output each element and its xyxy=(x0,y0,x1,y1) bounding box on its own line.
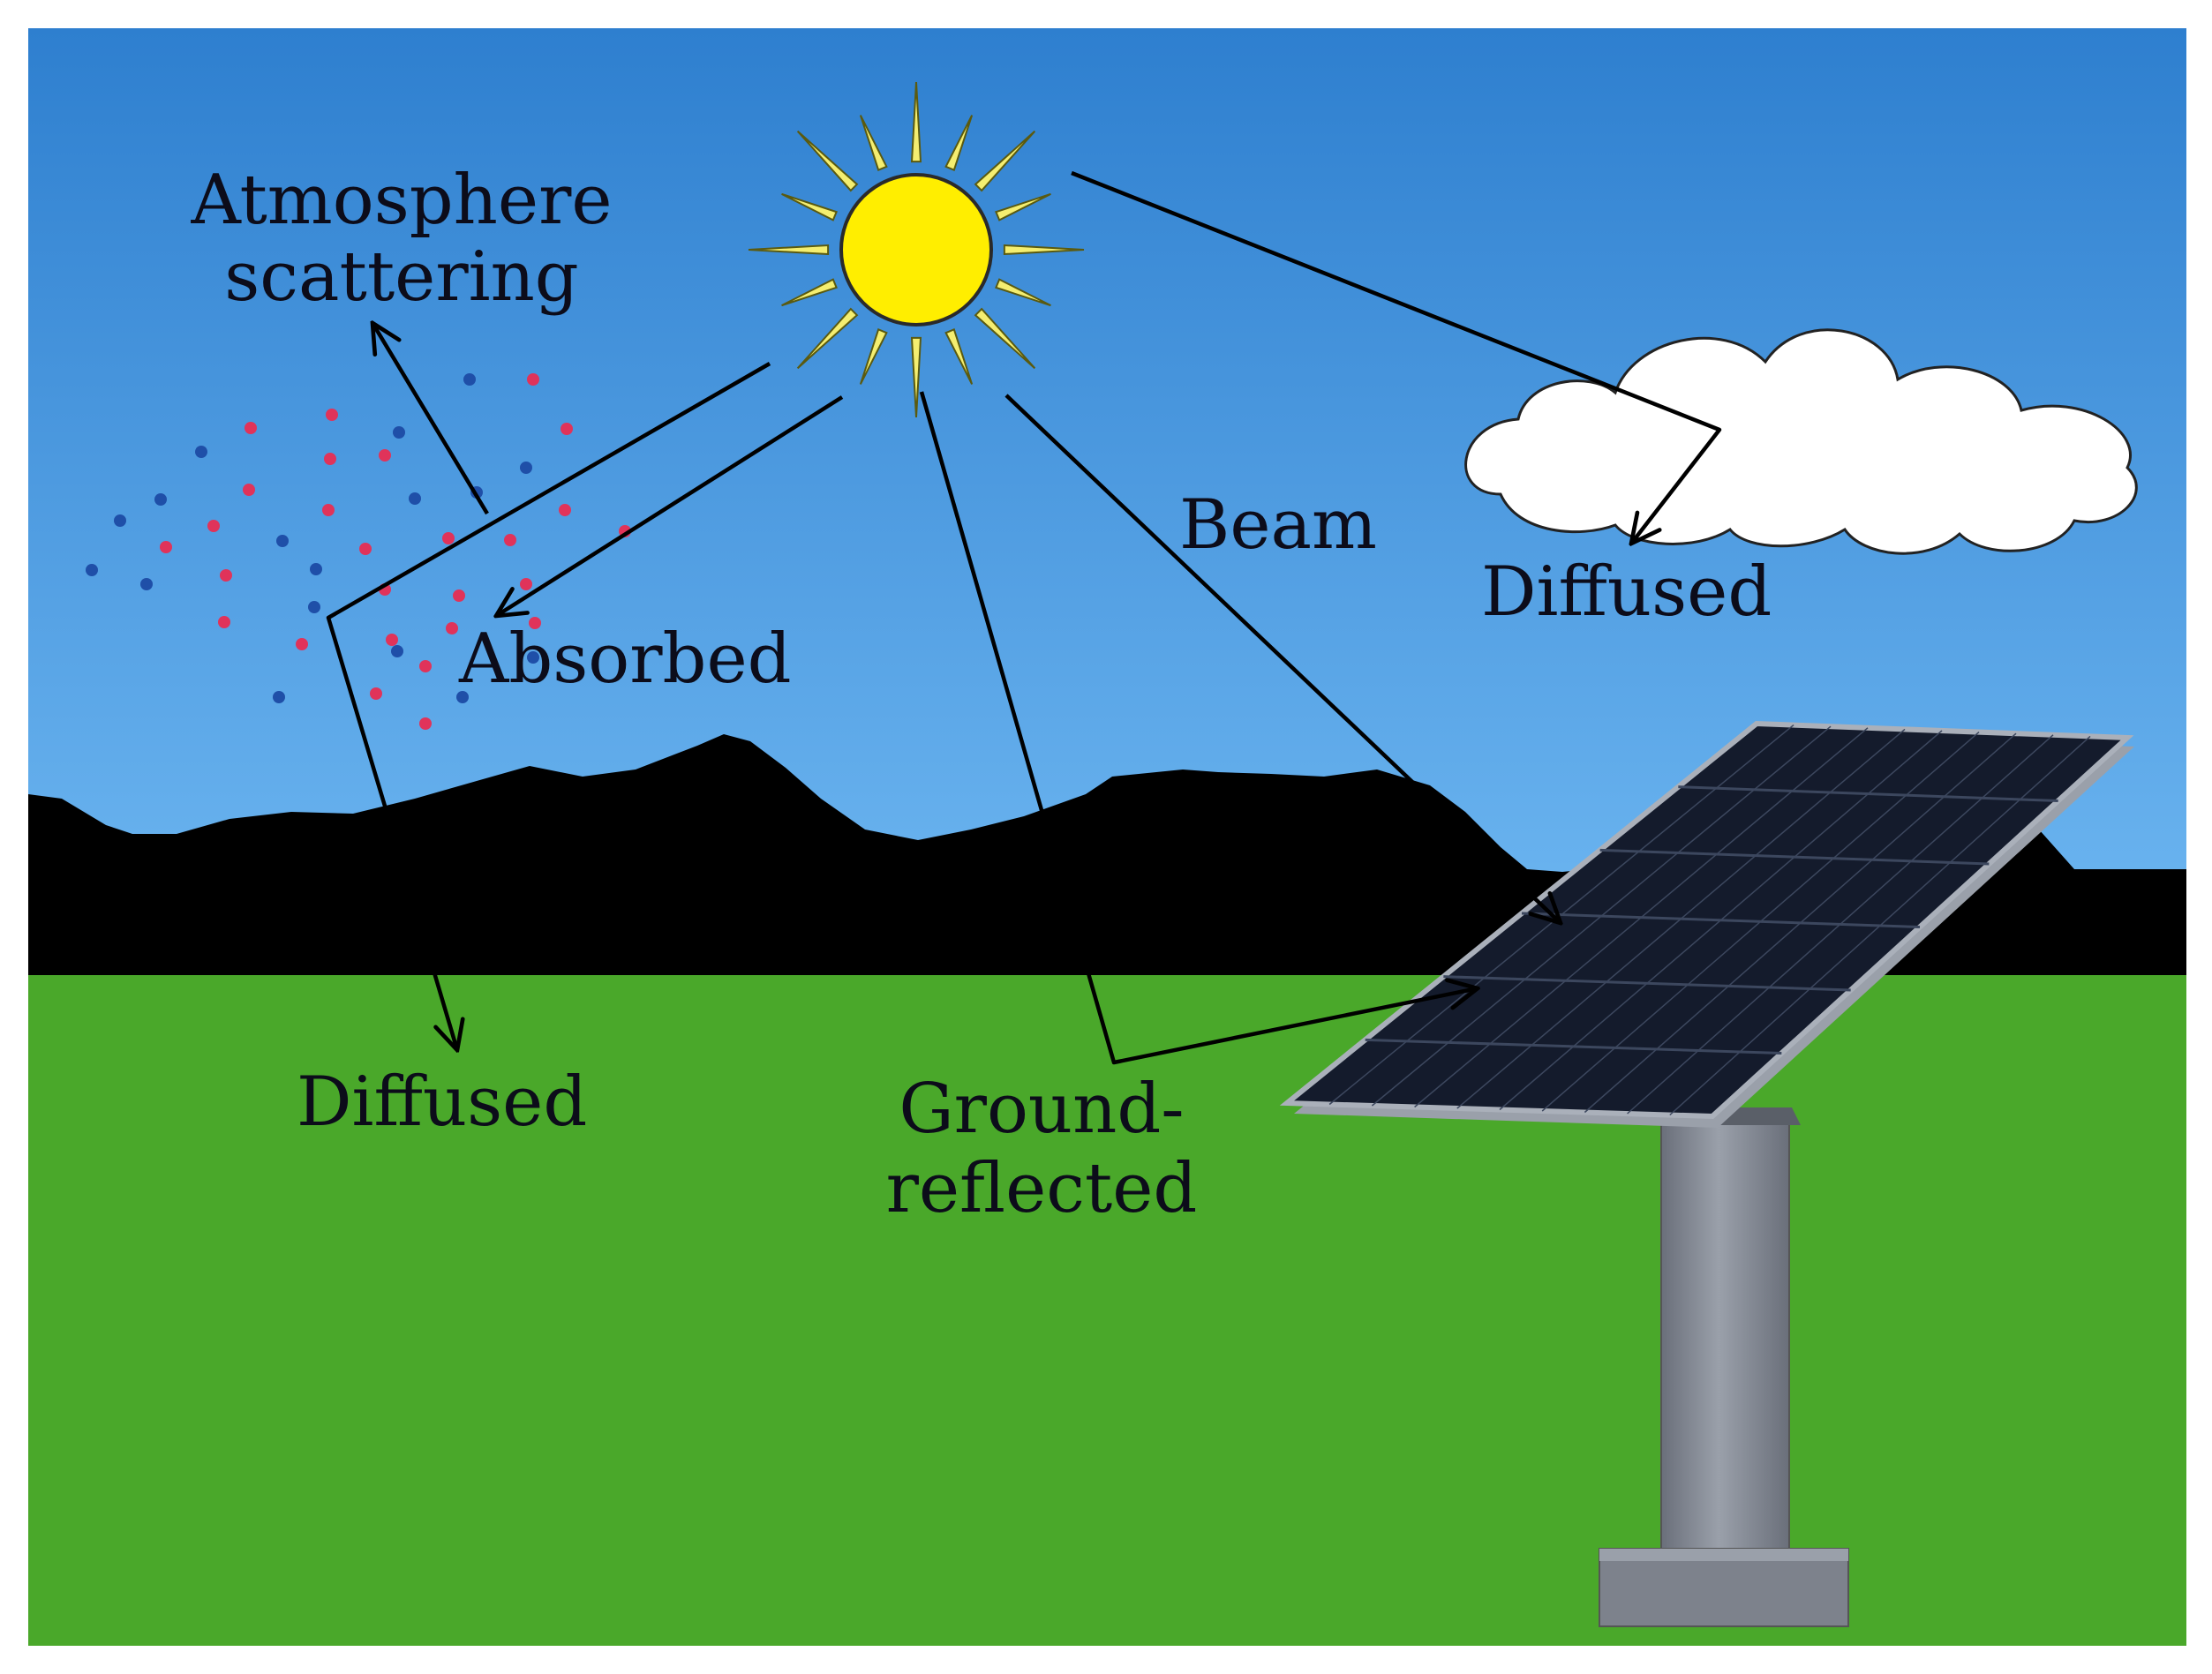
particle-red xyxy=(379,449,391,462)
arrow-diffused-cloud xyxy=(1071,170,1722,544)
sun-ray xyxy=(910,81,922,163)
particle-blue xyxy=(409,492,421,505)
particle-red xyxy=(243,484,255,496)
particle-blue xyxy=(154,493,167,506)
particle-red xyxy=(326,409,338,421)
panel-board xyxy=(1279,720,2134,1128)
particle-blue xyxy=(86,564,98,576)
particle-red xyxy=(453,589,465,602)
particle-red xyxy=(520,578,532,590)
particle-red xyxy=(559,504,571,516)
label-diffused-ground: Diffused xyxy=(297,1062,588,1142)
sun-ray xyxy=(748,244,830,256)
particle-blue xyxy=(114,514,126,527)
arrow-diffused-ground xyxy=(326,362,771,1050)
panel-col-line xyxy=(1584,732,2017,1114)
particle-red xyxy=(419,717,432,730)
particle-red xyxy=(296,638,308,650)
arrow-absorbed xyxy=(496,395,844,616)
particle-red xyxy=(324,453,336,465)
sun-ray xyxy=(910,336,922,418)
sun-icon xyxy=(748,81,1085,418)
particle-red xyxy=(442,532,455,544)
particle-blue xyxy=(520,462,532,474)
particle-blue xyxy=(393,426,405,439)
particle-red xyxy=(386,634,398,646)
arrow-atmosphere-scattering xyxy=(372,323,489,515)
panel-col-line xyxy=(1669,735,2091,1116)
particle-blue xyxy=(308,601,320,613)
sun-ray xyxy=(796,307,859,370)
particle-red xyxy=(322,504,335,516)
sun-ray xyxy=(859,115,888,171)
particle-blue xyxy=(456,691,469,703)
label-ground-line1: Ground- xyxy=(899,1070,1185,1149)
sun-ray xyxy=(944,115,974,171)
particle-blue xyxy=(276,535,289,547)
particle-blue xyxy=(463,373,476,386)
sun-ray xyxy=(974,307,1036,370)
particle-blue xyxy=(140,578,153,590)
sun-ray xyxy=(974,130,1036,192)
label-atmosphere-scattering: Atmosphere scattering xyxy=(185,161,618,318)
sun-ray xyxy=(859,328,888,385)
particle-red xyxy=(561,423,573,435)
particle-red xyxy=(419,660,432,672)
sun-ray xyxy=(781,192,838,221)
arrow-beam xyxy=(1004,394,1561,923)
sun-ray xyxy=(781,278,838,307)
particle-red xyxy=(359,543,372,555)
panel-col-line xyxy=(1414,727,1869,1108)
particle-red xyxy=(370,687,382,700)
sun-ray xyxy=(995,278,1051,307)
particle-red xyxy=(446,622,458,634)
label-beam: Beam xyxy=(1179,485,1377,565)
particle-red xyxy=(220,569,232,582)
label-ground-reflected: Ground- reflected xyxy=(883,1070,1200,1229)
particle-red xyxy=(207,520,220,532)
particle-blue xyxy=(391,645,403,657)
panel-col-line xyxy=(1499,730,1943,1111)
panel-pole xyxy=(1599,1107,1849,1627)
cloud-icon xyxy=(1464,328,2138,555)
label-atmosphere-line1: Atmosphere xyxy=(191,161,613,240)
particle-red xyxy=(504,534,516,546)
particle-red xyxy=(218,616,230,628)
particle-red xyxy=(527,373,539,386)
panel-col-line xyxy=(1371,725,1832,1107)
panel-col-line xyxy=(1627,734,2054,1115)
panel-col-line xyxy=(1541,732,1980,1112)
panel-col-line xyxy=(1456,728,1906,1109)
solar-panel-icon xyxy=(1279,720,2134,1627)
ground-field xyxy=(28,966,2186,1646)
particle-red xyxy=(160,541,172,553)
sun-ray xyxy=(995,192,1051,221)
arrow-ground-reflected xyxy=(919,391,1478,1065)
particle-blue xyxy=(195,446,207,458)
particle-blue xyxy=(527,651,539,664)
particle-red xyxy=(245,422,257,434)
label-absorbed: Absorbed xyxy=(459,619,792,699)
sun-ray xyxy=(944,328,974,385)
sun-ray xyxy=(796,130,859,192)
label-diffused-cloud: Diffused xyxy=(1481,552,1772,632)
particle-blue xyxy=(273,691,285,703)
radiation-arrows xyxy=(326,170,1722,1065)
label-ground-line2: reflected xyxy=(885,1149,1198,1229)
sun-ray xyxy=(1003,244,1085,256)
particle-red xyxy=(529,617,541,629)
particle-blue xyxy=(310,563,322,575)
label-atmosphere-line2: scattering xyxy=(224,237,579,318)
